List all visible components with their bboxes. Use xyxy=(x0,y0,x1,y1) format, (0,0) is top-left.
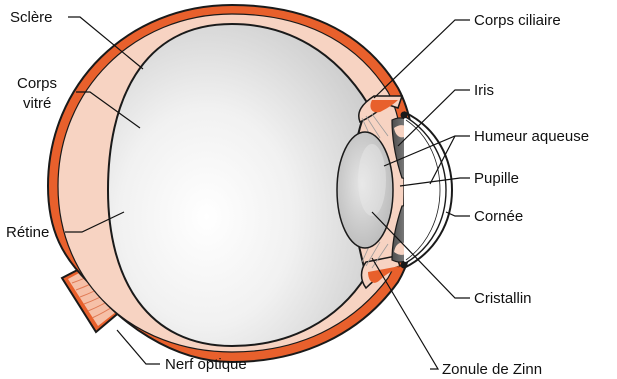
label-zonule-de-zinn: Zonule de Zinn xyxy=(442,361,542,378)
label-corps-vitre-line2: vitré xyxy=(23,95,51,112)
label-iris: Iris xyxy=(474,82,494,99)
label-nerf-optique: Nerf optique xyxy=(165,356,247,373)
label-humeur-aqueuse: Humeur aqueuse xyxy=(474,128,589,145)
label-pupille: Pupille xyxy=(474,170,519,187)
label-retine: Rétine xyxy=(6,224,49,241)
lens xyxy=(337,132,393,248)
label-corps-vitre-line1: Corps xyxy=(17,75,57,92)
label-cornee: Cornée xyxy=(474,208,523,225)
label-corps-ciliaire: Corps ciliaire xyxy=(474,12,561,29)
label-sclere: Sclère xyxy=(10,9,53,26)
label-cristallin: Cristallin xyxy=(474,290,532,307)
cornea xyxy=(401,112,453,269)
vitreous-body xyxy=(108,24,368,346)
leader-zonule xyxy=(372,258,438,369)
